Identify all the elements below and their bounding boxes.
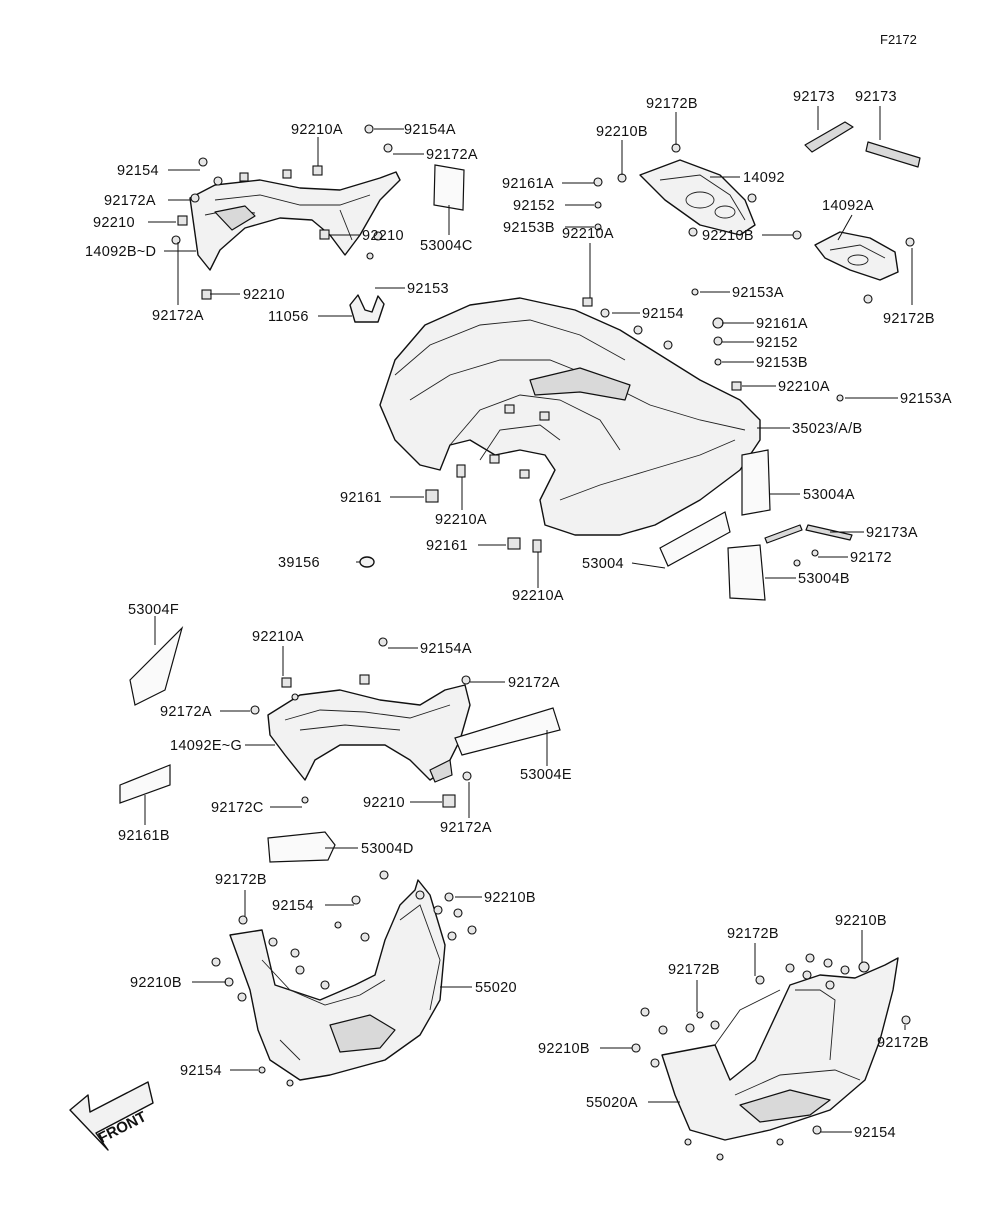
label-92154: 92154 — [180, 1063, 222, 1079]
label-53004f: 53004F — [128, 602, 179, 618]
label-92172a: 92172A — [440, 820, 492, 836]
label-14092e-g: 14092E~G — [170, 738, 242, 754]
decal-53004e — [454, 707, 561, 756]
label-92161b: 92161B — [118, 828, 170, 844]
footrest-panel-14092 — [639, 159, 756, 236]
label-14092a: 14092A — [822, 198, 874, 214]
label-92172a: 92172A — [104, 193, 156, 209]
floorboard-55020 — [229, 879, 446, 1081]
pad-92161b — [119, 764, 171, 804]
label-92173: 92173 — [855, 89, 897, 105]
front-arrow: FRONT — [69, 1081, 154, 1151]
inner-fender-front-left — [189, 171, 401, 271]
label-53004: 53004 — [582, 556, 624, 572]
label-92154a: 92154A — [404, 122, 456, 138]
decal-53004 — [659, 511, 731, 567]
label-92161: 92161 — [426, 538, 468, 554]
label-92172a: 92172A — [426, 147, 478, 163]
label-92173a: 92173A — [866, 525, 918, 541]
label-92154: 92154 — [642, 306, 684, 322]
label-53004d: 53004D — [361, 841, 414, 857]
label-92154: 92154 — [272, 898, 314, 914]
label-92172a: 92172A — [152, 308, 204, 324]
label-92154a: 92154A — [420, 641, 472, 657]
label-92210: 92210 — [93, 215, 135, 231]
label-11056: 11056 — [268, 309, 309, 325]
label-92154: 92154 — [117, 163, 159, 179]
label-92210b: 92210B — [702, 228, 754, 244]
label-92210b: 92210B — [484, 890, 536, 906]
label-92210a: 92210A — [291, 122, 343, 138]
label-92210b: 92210B — [130, 975, 182, 991]
floorboard-55020a — [661, 957, 899, 1141]
label-92172: 92172 — [850, 550, 892, 566]
label-92161a: 92161A — [502, 176, 554, 192]
label-92172b: 92172B — [883, 311, 935, 327]
label-92153: 92153 — [407, 281, 449, 297]
label-92210: 92210 — [362, 228, 404, 244]
label-92210a: 92210A — [512, 588, 564, 604]
label-55020a: 55020A — [586, 1095, 638, 1111]
label-92172a: 92172A — [160, 704, 212, 720]
label-53004e: 53004E — [520, 767, 572, 783]
part-labels: 92210A 92154A 92172A 92154 92172A 92210 … — [85, 89, 952, 1141]
pad-92173-right — [865, 141, 921, 168]
label-92172b: 92172B — [877, 1035, 929, 1051]
label-92210a: 92210A — [778, 379, 830, 395]
ring-39156 — [359, 556, 375, 568]
label-92153a: 92153A — [732, 285, 784, 301]
diagram-ref-code: F2172 — [880, 32, 917, 47]
footrest-panel-14092a — [814, 231, 899, 281]
label-92161a: 92161A — [756, 316, 808, 332]
label-92210: 92210 — [243, 287, 285, 303]
label-92154: 92154 — [854, 1125, 896, 1141]
pad-92173-left — [804, 121, 854, 153]
label-92210: 92210 — [363, 795, 405, 811]
fasteners — [171, 124, 915, 1161]
label-92210b: 92210B — [596, 124, 648, 140]
label-92210a: 92210A — [435, 512, 487, 528]
label-92153b: 92153B — [503, 220, 555, 236]
rear-fender-35023 — [379, 297, 761, 536]
label-92172b: 92172B — [668, 962, 720, 978]
label-92153a: 92153A — [900, 391, 952, 407]
label-92210a: 92210A — [252, 629, 304, 645]
label-92172b: 92172B — [727, 926, 779, 942]
decal-53004a — [741, 449, 771, 516]
label-14092b-d: 14092B~D — [85, 244, 156, 260]
bracket-11056 — [349, 294, 385, 323]
label-53004b: 53004B — [798, 571, 850, 587]
leader-lines — [144, 106, 913, 1133]
decal-53004d — [267, 831, 336, 863]
label-53004a: 53004A — [803, 487, 855, 503]
inner-fender-front-14092eg — [267, 684, 471, 783]
label-14092: 14092 — [743, 170, 785, 186]
label-92210a: 92210A — [562, 226, 614, 242]
decal-53004c — [433, 164, 465, 211]
pad-92173a-left — [764, 524, 803, 544]
label-92172b: 92172B — [215, 872, 267, 888]
label-92152: 92152 — [756, 335, 798, 351]
label-92153b: 92153B — [756, 355, 808, 371]
label-92173: 92173 — [793, 89, 835, 105]
label-92172c: 92172C — [211, 800, 264, 816]
label-55020: 55020 — [475, 980, 517, 996]
label-35023-a-b: 35023/A/B — [792, 421, 862, 437]
label-92161: 92161 — [340, 490, 382, 506]
label-92210b: 92210B — [538, 1041, 590, 1057]
decal-53004f — [129, 625, 184, 706]
label-92172a: 92172A — [508, 675, 560, 691]
label-39156: 39156 — [278, 555, 320, 571]
decal-53004b — [727, 544, 766, 601]
label-92172b: 92172B — [646, 96, 698, 112]
label-92152: 92152 — [513, 198, 555, 214]
label-92210b: 92210B — [835, 913, 887, 929]
label-53004c: 53004C — [420, 238, 473, 254]
